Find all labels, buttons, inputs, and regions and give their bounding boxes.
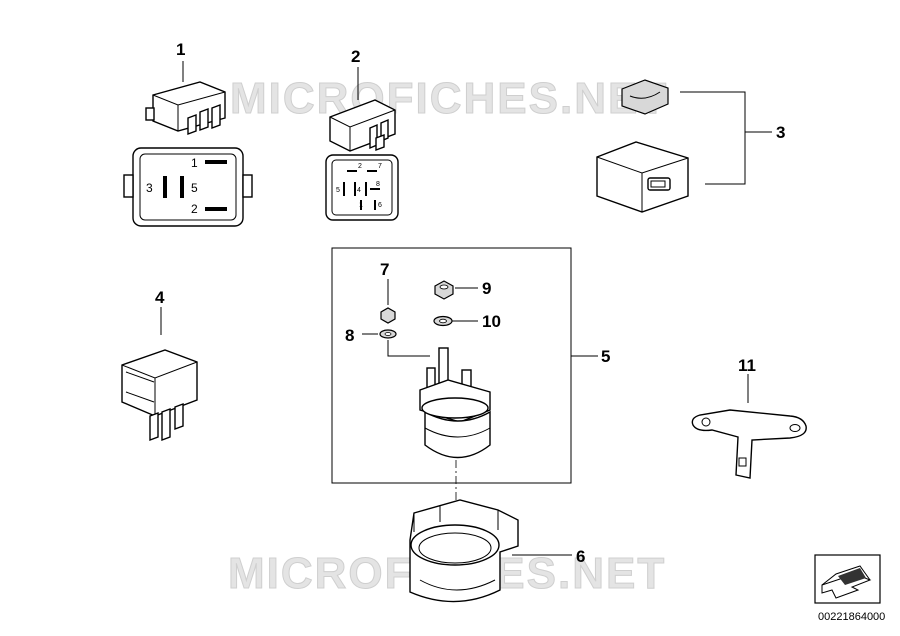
part-3-control-unit[interactable] <box>596 79 772 213</box>
relay1-pin-5: 5 <box>191 181 198 195</box>
part-1-relay[interactable] <box>123 61 253 227</box>
callout-1: 1 <box>176 40 185 59</box>
callout-4: 4 <box>155 288 165 307</box>
callout-3: 3 <box>776 123 785 142</box>
callout-5: 5 <box>601 347 610 366</box>
part-4-relay[interactable] <box>121 307 198 442</box>
relay2-pin-7: 7 <box>378 163 382 170</box>
callout-2: 2 <box>351 47 360 66</box>
callout-10: 10 <box>482 312 501 331</box>
relay2-pin-2: 2 <box>358 163 362 170</box>
relay1-pin-2: 2 <box>191 202 198 216</box>
callout-6: 6 <box>576 547 585 566</box>
watermark-top: MICROFICHES.NET <box>230 74 668 123</box>
relay2-pin-4: 4 <box>357 187 361 194</box>
callout-9: 9 <box>482 279 491 298</box>
part-5-thermo-switch[interactable] <box>331 247 598 580</box>
part-11-bracket[interactable] <box>691 374 807 479</box>
relay1-pin-3: 3 <box>146 181 153 195</box>
diagram-id-box <box>814 554 881 604</box>
relay2-pin-8: 8 <box>376 181 380 188</box>
relay2-pin-5: 5 <box>336 187 340 194</box>
relay2-pin-1: 1 <box>359 202 363 209</box>
relay2-pin-6: 6 <box>378 202 382 209</box>
diagram-code: 00221864000 <box>818 611 885 623</box>
callout-8: 8 <box>345 326 354 345</box>
callout-11: 11 <box>738 356 756 375</box>
part-6-holder[interactable] <box>409 499 572 603</box>
callout-7: 7 <box>380 260 389 279</box>
part-2-relay[interactable] <box>325 67 399 221</box>
relay1-pin-1: 1 <box>191 156 198 170</box>
